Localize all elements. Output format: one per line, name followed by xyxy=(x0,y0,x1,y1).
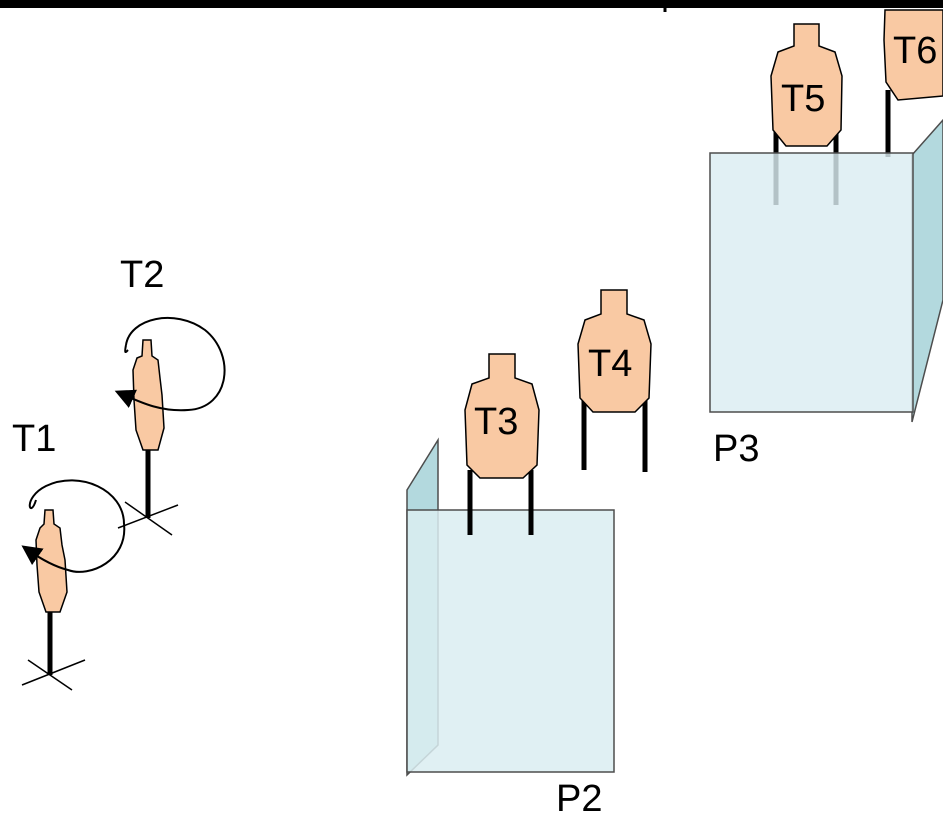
t2-base-leg xyxy=(124,501,173,536)
label-t6: T6 xyxy=(893,30,938,72)
label-t4: T4 xyxy=(588,343,633,385)
t2-rotation-link xyxy=(124,344,129,353)
t1-base-leg xyxy=(27,659,73,691)
label-t1: T1 xyxy=(12,418,57,460)
top-border xyxy=(0,0,943,8)
label-t3: T3 xyxy=(474,401,519,443)
t3-silhouette-icon xyxy=(464,353,540,479)
t1-base-leg xyxy=(21,659,86,686)
target-t4 xyxy=(577,289,652,472)
target-t2 xyxy=(114,316,226,536)
t2-silhouette-icon xyxy=(132,339,165,451)
target-t3 xyxy=(464,353,540,535)
t2-base-leg xyxy=(117,504,179,529)
panel-p3 xyxy=(709,118,943,423)
label-t2: T2 xyxy=(120,254,165,296)
label-t5: T5 xyxy=(781,78,826,120)
t2-rotation-arrow-icon xyxy=(114,316,226,412)
t5-silhouette-icon xyxy=(770,23,843,147)
t1-rotation-arrow-icon xyxy=(28,479,126,573)
label-p3: P3 xyxy=(713,428,760,470)
label-p2: P2 xyxy=(556,778,603,820)
panel-p2 xyxy=(406,437,615,777)
p3-side-face xyxy=(911,118,943,423)
t1-silhouette-icon xyxy=(35,509,68,613)
p3-front-face xyxy=(709,152,914,413)
target-t1 xyxy=(21,479,126,691)
t6-silhouette-icon xyxy=(883,9,943,101)
p2-front-face xyxy=(406,509,615,773)
t4-silhouette-icon xyxy=(577,289,652,413)
